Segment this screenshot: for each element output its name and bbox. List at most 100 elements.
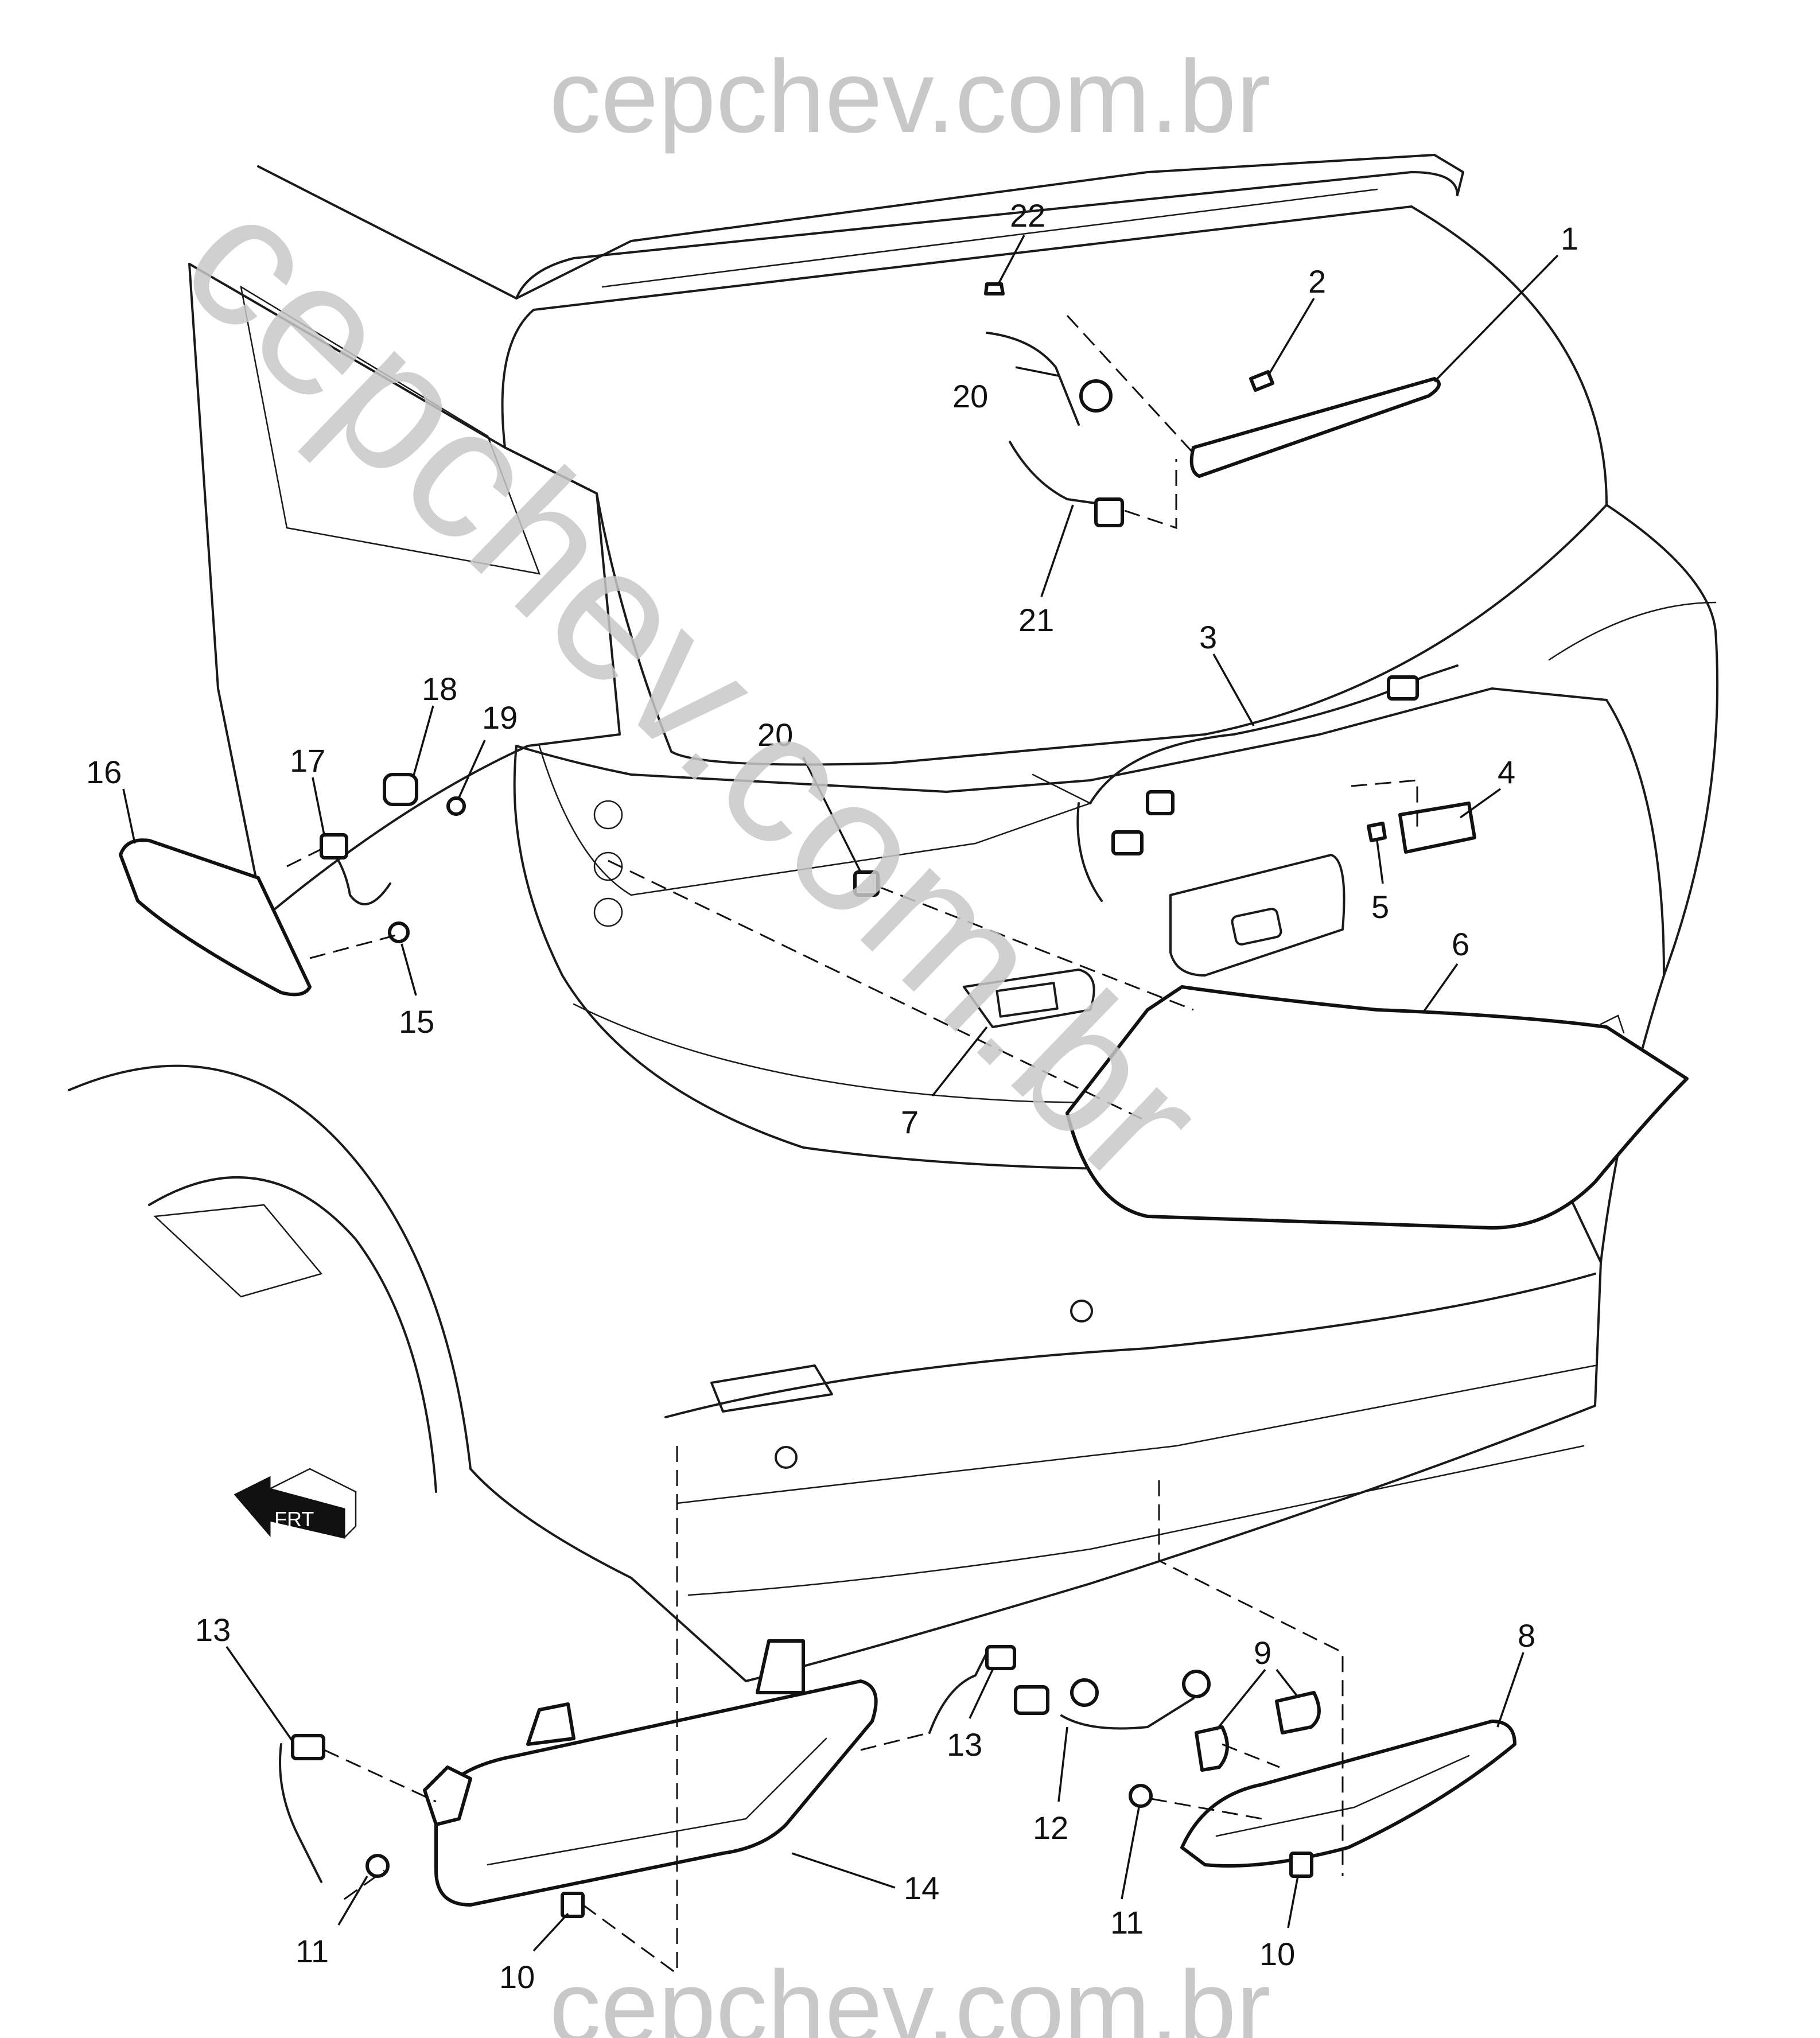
watermark-bottom: cepchev.com.br — [549, 1950, 1270, 2038]
callout-20b: 20 — [757, 717, 793, 753]
leader-13b — [969, 1669, 994, 1719]
part-16-side-applique — [119, 838, 312, 997]
part-21-harness — [1009, 441, 1109, 506]
badge-3d-block — [269, 1468, 357, 1539]
harness-connector-21 — [1094, 497, 1124, 527]
rear-wheel-arch — [68, 1064, 472, 1470]
watermark-top: cepchev.com.br — [549, 39, 1270, 154]
leader-10b — [1287, 1876, 1299, 1928]
callout-2: 2 — [1308, 263, 1326, 300]
frt-label: FRT — [274, 1507, 314, 1531]
part-9-bulb-a — [1195, 1725, 1229, 1772]
bumper-reflector-left — [710, 1364, 833, 1413]
align-13-connector — [324, 1749, 437, 1803]
tail-lamp-left-lens — [487, 1737, 827, 1866]
leader-3 — [1212, 654, 1255, 726]
align-22-1 — [1066, 314, 1195, 454]
spoiler-groove — [601, 188, 1378, 288]
leader-8 — [1496, 1652, 1525, 1728]
wheel-well-hardware — [153, 1204, 323, 1298]
harness-connector-b — [1146, 790, 1175, 815]
part-11-fastener-right — [1129, 1784, 1153, 1808]
callout-4: 4 — [1498, 754, 1515, 790]
callout-13b: 13 — [947, 1726, 982, 1763]
leader-19 — [458, 740, 486, 798]
part-12-socket-harness — [1060, 1697, 1195, 1730]
callout-labels: 1 2 3 4 5 6 7 8 9 10 10 11 11 12 13 13 1… — [86, 197, 1578, 1995]
part-20-lower-connector — [853, 870, 880, 897]
leader-21 — [1040, 504, 1074, 597]
callout-17: 17 — [290, 742, 325, 779]
part-2-bulb — [1249, 370, 1274, 392]
park-assist-sensor-upper — [1070, 1300, 1093, 1323]
callout-21: 21 — [1018, 602, 1054, 638]
part-1-chmsl — [1189, 377, 1441, 478]
callout-15: 15 — [399, 1004, 434, 1040]
callout-5: 5 — [1371, 889, 1389, 925]
part-20-harness-upper — [986, 332, 1080, 426]
part-12-socket-b — [1182, 1670, 1211, 1698]
align-11-8 — [1150, 1798, 1263, 1820]
part-10-clip-left — [561, 1892, 585, 1918]
callout-9: 9 — [1254, 1635, 1271, 1671]
part-13-connector-right — [985, 1645, 1016, 1670]
align-right-lamp — [1158, 1480, 1344, 1876]
part-10-clip-right — [1289, 1852, 1313, 1878]
park-assist-sensor-lower — [775, 1446, 798, 1469]
callout-1: 1 — [1561, 220, 1578, 256]
watermark-diagonal: cepchev.com.br — [143, 152, 1243, 1224]
callout-19: 19 — [482, 699, 518, 736]
callout-11a: 11 — [295, 1933, 329, 1969]
part-7-seal — [963, 969, 1095, 1028]
leader-15 — [400, 943, 417, 996]
part-22-clip — [984, 282, 1005, 295]
part-13-pigtail-left — [279, 1743, 322, 1883]
part-11-fastener-left — [365, 1854, 390, 1878]
part-9-bulb-b — [1275, 1691, 1321, 1734]
leader-7 — [931, 1026, 988, 1097]
part-15-fastener — [388, 921, 410, 943]
front-direction-arrow-icon — [234, 1476, 345, 1539]
align-15-16 — [309, 934, 396, 959]
part-12-connector — [1014, 1685, 1049, 1715]
front-orientation-badge: FRT — [234, 1468, 357, 1539]
release-switch-opening — [1231, 908, 1282, 946]
part-6-applique — [1065, 985, 1689, 1230]
harness-connector-upper — [1079, 379, 1113, 413]
callout-22: 22 — [1010, 197, 1045, 234]
leader-18 — [412, 705, 434, 778]
leader-14 — [791, 1852, 896, 1889]
right-quarter-crease — [1548, 601, 1717, 661]
callout-11b: 11 — [1110, 1904, 1144, 1940]
parts — [119, 282, 1689, 1918]
callout-7: 7 — [901, 1104, 919, 1140]
part-14-tail-lamp-left — [434, 1679, 878, 1907]
rear-window — [501, 205, 1608, 766]
seal-window — [995, 982, 1059, 1018]
align-17-16 — [286, 848, 322, 868]
leader-2 — [1267, 298, 1315, 376]
liftgate-opening — [515, 687, 1665, 977]
part-3-liftgate-harness — [1089, 664, 1459, 804]
leader-9a — [1215, 1668, 1266, 1731]
leader-12 — [1057, 1726, 1068, 1802]
align-21-1 — [1124, 459, 1177, 530]
part-18-bumper — [383, 773, 418, 806]
callout-20a: 20 — [952, 378, 988, 414]
part-13-connector-left — [291, 1734, 325, 1760]
leader-13a — [225, 1646, 294, 1743]
leader-10a — [532, 1912, 569, 1952]
leader-9b — [1275, 1668, 1298, 1697]
part-19-nut — [446, 796, 466, 816]
tail-lamp-left-bracket-a — [526, 1702, 575, 1746]
rear-wheel-arch-inner — [148, 1176, 437, 1493]
callout-13a: 13 — [195, 1612, 231, 1648]
bumper-upper-line — [664, 1273, 1596, 1418]
tail-lamp-left-bracket-b — [756, 1639, 805, 1694]
leader-6 — [1422, 963, 1459, 1014]
leader-17 — [312, 777, 325, 835]
bumper-lower-crease — [687, 1445, 1585, 1596]
applique-clip — [1600, 1014, 1625, 1034]
liftgate-inner-panel — [538, 745, 1092, 896]
callout-10b: 10 — [1259, 1936, 1295, 1972]
